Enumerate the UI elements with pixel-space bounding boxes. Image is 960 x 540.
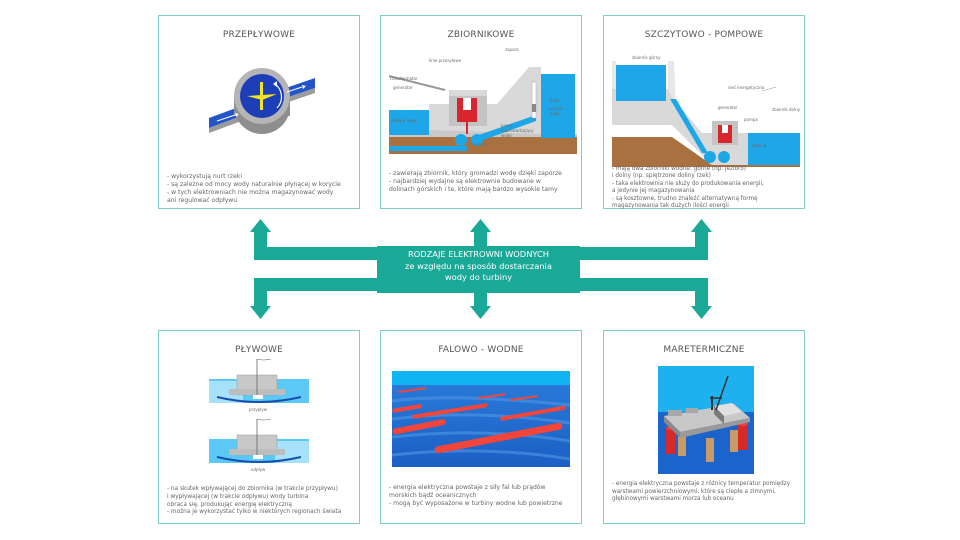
label-inflow: przypływ (249, 407, 268, 412)
arrow-head-center-down (470, 306, 491, 319)
card-zbiornikowe: ZBIORNIKOWE (380, 15, 582, 209)
card-title: PRZEPŁYWOWE (222, 30, 296, 40)
arrow-network (250, 219, 712, 319)
label-water-level-2: wody (549, 111, 560, 116)
card-description: - wykorzystują nurt rzeki - są zależne o… (167, 173, 341, 204)
label-pump: pompa (744, 117, 758, 122)
card-falowo-wodne: FALOWO - WODNE (380, 330, 582, 524)
card-description: - energia elektryczna powstaje z siły fa… (389, 484, 563, 507)
arrow-head-left-up (250, 219, 271, 232)
card-przeplywowe: PRZEPŁYWOWE - wykorzystują nurt rze (158, 15, 360, 209)
arrow-head-left-down (250, 306, 271, 319)
arrow-shaft-left-down (254, 278, 267, 309)
label-turbine: turbina (752, 143, 767, 148)
tidal-plant-diagram: przypływ odpływ (209, 359, 309, 479)
arrow-shaft-center-up (474, 229, 487, 249)
label-outflow: odpływ (251, 467, 266, 472)
card-description: - energia elektryczna powstaje z różnicy… (612, 481, 791, 503)
label-upper: zbiornik górny (632, 55, 661, 60)
label-lines: linie przesyłowe (429, 58, 462, 63)
label-generator: generator (393, 85, 413, 90)
label-channel: kanał (501, 123, 513, 128)
tidal-inflow-illustration: przypływ (209, 359, 309, 412)
arrow-head-right-down (691, 306, 712, 319)
label-lower: zbiornik dolny (772, 107, 800, 112)
card-description: - mają dwa zbiorniki wodne: górne (np. j… (612, 166, 764, 210)
card-title: ZBIORNIKOWE (447, 30, 515, 40)
card-title: MARETERMICZNE (663, 345, 745, 355)
label-outflow: odpływ wody (391, 118, 418, 123)
arrow-shaft-left-up (254, 229, 267, 260)
central-title-line-2: ze względu na sposób dostarczania (405, 260, 552, 271)
arrow-shaft-center-down (474, 290, 487, 309)
card-plywowe: PŁYWOWE przypływ (158, 330, 360, 524)
arrow-head-center-up (470, 219, 491, 232)
label-turbine: turbina (473, 142, 488, 147)
reservoir-dam-diagram: linie przesyłowe zapora transformator ge… (389, 42, 577, 160)
card-maretermiczne: MARETERMICZNE - energ (603, 330, 805, 524)
label-transformer: transformator (390, 76, 418, 81)
arrow-shaft-right-down (695, 278, 708, 309)
label-grid: sieć energetyczna (728, 85, 765, 90)
card-title: FALOWO - WODNE (438, 345, 524, 355)
wave-energy-buoys-illustration (392, 371, 570, 467)
central-title-line-1: RODZAJE ELEKTROWNI WODNYCH (407, 249, 550, 259)
arrow-shaft-right-up (695, 229, 708, 260)
card-description: - na skutek wpływającej do zbiornika (w … (167, 486, 342, 516)
label-channel-3: wodę (501, 133, 512, 138)
arrow-head-right-up (691, 219, 712, 232)
tidal-outflow-illustration: odpływ (209, 418, 309, 472)
ocean-thermal-platform-illustration (658, 366, 754, 474)
label-channel-2: doprowadzający (501, 128, 534, 133)
label-sluice: śluza (549, 98, 560, 103)
label-generator: generator (718, 105, 738, 110)
central-title-box: RODZAJE ELEKTROWNI WODNYCH ze względu na… (377, 246, 580, 293)
label-dam: zapora (505, 47, 519, 52)
card-title: PŁYWOWE (235, 345, 283, 355)
central-title-line-3: wody do turbiny (444, 272, 513, 282)
river-flow-turbine-icon (207, 56, 317, 146)
card-title: SZCZYTOWO - POMPOWE (644, 30, 764, 40)
card-szczytowo-pompowe: SZCZYTOWO - POMPOWE zbiornik górny sieć (603, 15, 805, 209)
label-water-level: poziom (549, 106, 564, 111)
card-description: - zawierają zbiornik, który gromadzi wod… (389, 170, 562, 193)
pumped-storage-diagram: zbiornik górny sieć energetyczna generat… (612, 49, 800, 167)
